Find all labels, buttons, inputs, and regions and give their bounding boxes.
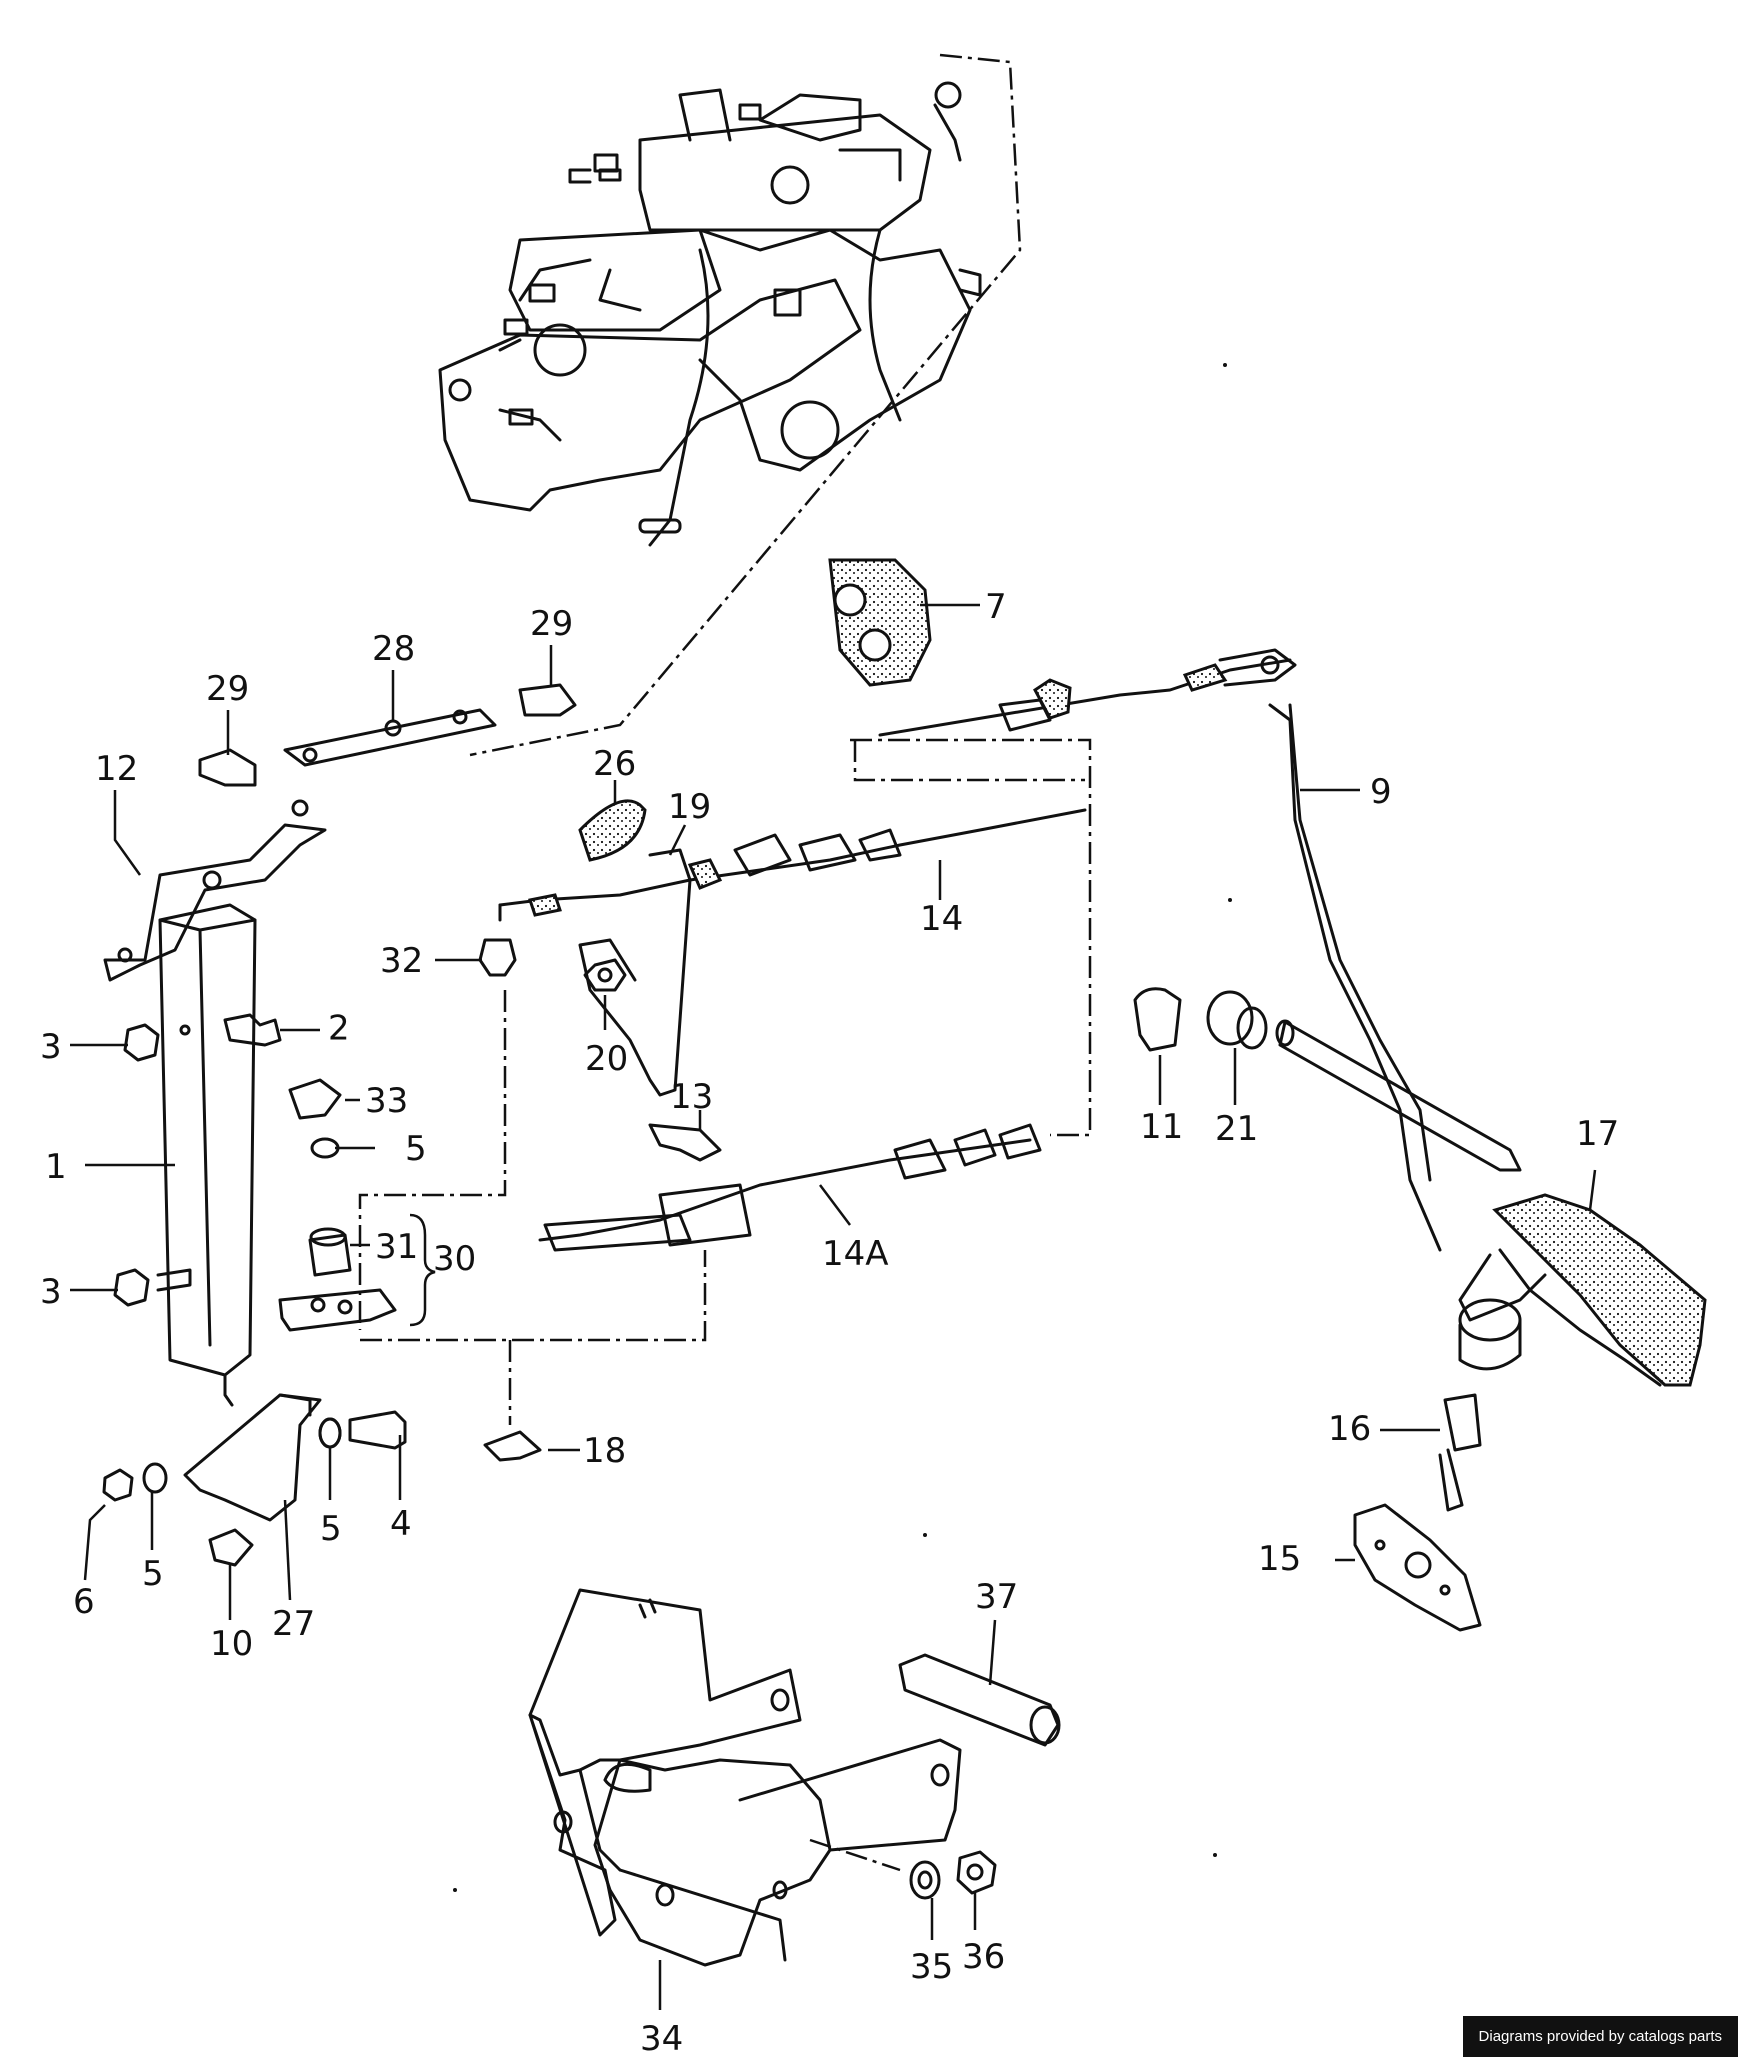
- label-29-right: 29: [530, 604, 573, 644]
- part-31: [308, 1233, 352, 1277]
- part-35: [909, 1860, 941, 1900]
- cable-9-upper: [878, 648, 1297, 737]
- routing-line-b: [360, 1250, 707, 1342]
- routing-line-a: [358, 990, 507, 1330]
- label-26: 26: [593, 744, 636, 784]
- part-3-lower: [113, 1268, 150, 1307]
- part-7: [828, 558, 932, 687]
- injection-pump: [438, 81, 982, 547]
- label-31: 31: [375, 1227, 418, 1267]
- routing-line-f: [809, 1838, 901, 1872]
- part-28: [283, 708, 497, 767]
- label-37: 37: [975, 1577, 1018, 1617]
- part-15: [1353, 1503, 1482, 1632]
- part-26: [578, 799, 647, 862]
- label-18: 18: [583, 1431, 626, 1471]
- routing-line-d: [850, 738, 1092, 1137]
- part-10: [208, 1528, 254, 1567]
- label-1: 1: [45, 1147, 67, 1187]
- label-3-lower: 3: [40, 1272, 62, 1312]
- part-3-upper: [123, 1023, 160, 1062]
- label-32: 32: [380, 941, 423, 981]
- label-21: 21: [1215, 1109, 1258, 1149]
- label-14: 14: [920, 899, 963, 939]
- part-29-left: [198, 748, 257, 787]
- label-9: 9: [1370, 772, 1392, 812]
- part-34: [528, 1588, 962, 1967]
- part-1: [158, 903, 257, 1407]
- part-16: [1443, 1393, 1482, 1452]
- part-36: [956, 1850, 997, 1895]
- part-5-lower-left: [142, 1462, 168, 1494]
- part-33: [288, 1078, 342, 1120]
- label-13: 13: [670, 1077, 713, 1117]
- part-11: [1133, 987, 1182, 1052]
- label-29-left: 29: [206, 669, 249, 709]
- label-20: 20: [585, 1039, 628, 1079]
- label-14a: 14A: [822, 1234, 889, 1274]
- pump-reference-line: [469, 53, 1022, 757]
- label-3-upper: 3: [40, 1027, 62, 1067]
- label-34: 34: [640, 2019, 683, 2057]
- label-7: 7: [985, 587, 1007, 627]
- label-5-upper: 5: [405, 1129, 427, 1169]
- label-30: 30: [433, 1239, 476, 1279]
- routing-line-e: [853, 740, 1085, 782]
- part-5-upper: [310, 1137, 340, 1159]
- label-17: 17: [1576, 1114, 1619, 1154]
- cable-14: [498, 808, 1087, 922]
- label-33: 33: [365, 1081, 408, 1121]
- label-15: 15: [1258, 1539, 1301, 1579]
- label-11: 11: [1140, 1107, 1183, 1147]
- credit-banner: Diagrams provided by catalogs parts: [1462, 2016, 1738, 2057]
- label-5-right: 5: [320, 1509, 342, 1549]
- part-labels: 1 2 3 3 4 5 5 5 6 7 9 10 11 12 13 14 14A…: [40, 587, 1619, 2057]
- leader-lines: [70, 603, 1597, 2010]
- label-6: 6: [73, 1582, 95, 1622]
- label-27: 27: [272, 1604, 315, 1644]
- part-20: [583, 958, 627, 992]
- label-35: 35: [910, 1947, 953, 1987]
- pedal-shaft: [1278, 1020, 1522, 1172]
- label-28: 28: [372, 629, 415, 669]
- part-12: [103, 823, 327, 982]
- label-12: 12: [95, 749, 138, 789]
- part-30-block: [278, 1288, 397, 1332]
- part-27: [183, 1393, 322, 1522]
- label-36: 36: [962, 1937, 1005, 1977]
- label-19: 19: [668, 787, 711, 827]
- part-17: [1458, 1193, 1707, 1387]
- part-37: [898, 1653, 1060, 1747]
- label-10: 10: [210, 1624, 253, 1664]
- part-18: [483, 1430, 542, 1462]
- rod-9: [1268, 703, 1442, 1252]
- label-4: 4: [390, 1504, 412, 1544]
- part-5-lower-right: [318, 1417, 342, 1449]
- part-29-right: [518, 683, 577, 717]
- label-2: 2: [328, 1009, 350, 1049]
- part-19: [578, 848, 692, 1097]
- part-6: [102, 1468, 134, 1502]
- label-5-left: 5: [142, 1554, 164, 1594]
- cable-14a: [538, 1123, 1042, 1252]
- part-32: [478, 938, 517, 977]
- part-4: [348, 1410, 407, 1450]
- part-13: [648, 1123, 722, 1162]
- part-2: [223, 1013, 282, 1047]
- label-16: 16: [1328, 1409, 1371, 1449]
- part-21: [1206, 990, 1254, 1046]
